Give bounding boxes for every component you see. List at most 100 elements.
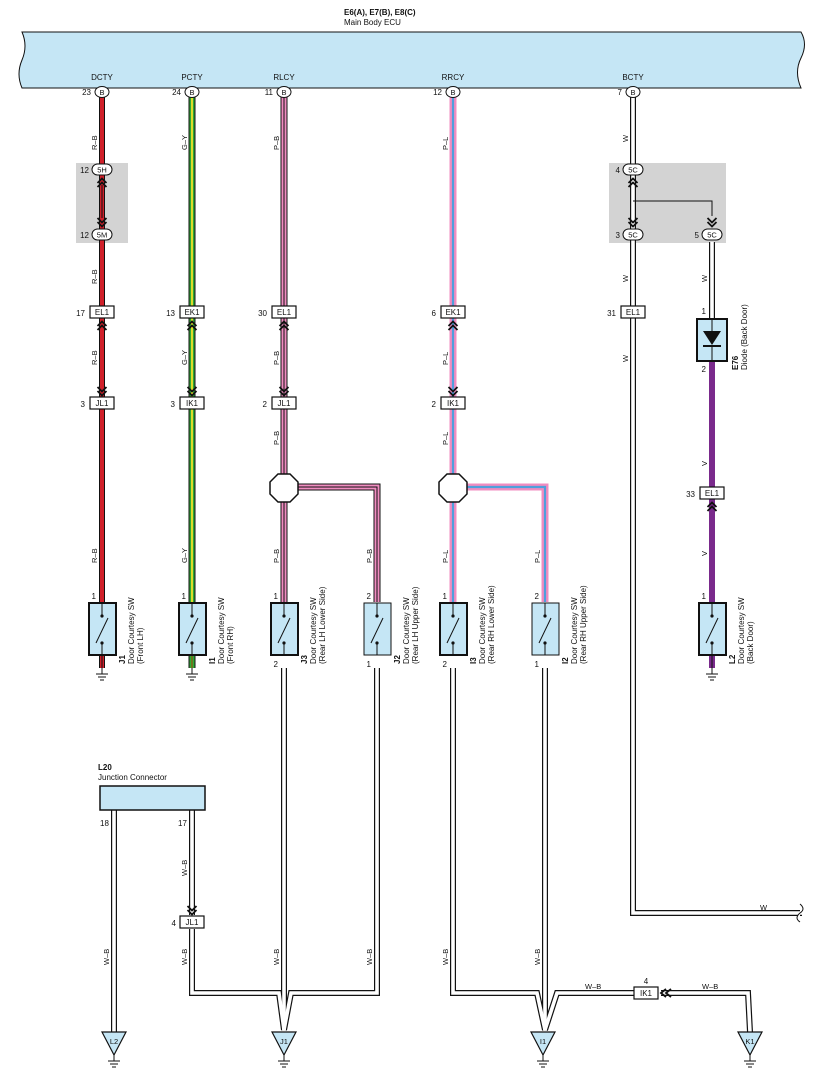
svg-text:B: B [189, 88, 194, 97]
wire-rrcy [449, 96, 549, 602]
junction-jl1-3: 3 JL1 [81, 386, 115, 410]
svg-text:12: 12 [80, 166, 89, 175]
svg-text:W–B: W–B [180, 949, 189, 965]
svg-text:W–B: W–B [102, 949, 111, 965]
svg-text:EK1: EK1 [445, 308, 461, 317]
svg-text:1: 1 [274, 592, 279, 601]
svg-text:2: 2 [535, 592, 540, 601]
ecu-body [18, 31, 805, 89]
svg-text:Door Courtesy SW: Door Courtesy SW [127, 597, 136, 664]
svg-text:3: 3 [171, 400, 176, 409]
svg-text:1: 1 [367, 660, 372, 669]
svg-text:P–B: P–B [272, 136, 281, 150]
svg-text:G–Y: G–Y [180, 135, 189, 150]
splice-point-rlcy [269, 473, 299, 503]
signal-name-rrcy: RRCY [442, 73, 465, 82]
svg-text:2: 2 [367, 592, 372, 601]
svg-text:P–L: P–L [441, 352, 450, 365]
svg-text:33: 33 [686, 490, 695, 499]
svg-text:W–B: W–B [702, 982, 718, 991]
junction-connector-l20: L20 Junction Connector 18 17 [98, 763, 206, 828]
svg-text:(Rear LH Upper Side): (Rear LH Upper Side) [411, 586, 420, 664]
junction-el1-31: 31 EL1 [607, 305, 646, 319]
svg-text:1: 1 [443, 592, 448, 601]
svg-text:1: 1 [182, 592, 187, 601]
diode-e76: 1 2 E76 Diode (Back Door) [696, 304, 749, 374]
signal-name-bcty: BCTY [622, 73, 644, 82]
svg-text:G–Y: G–Y [180, 548, 189, 563]
svg-text:W: W [621, 274, 630, 282]
svg-text:1: 1 [535, 660, 540, 669]
ground-point-k1: K1 [737, 1031, 763, 1068]
wire-continuation-mark [796, 903, 804, 923]
svg-text:5C: 5C [628, 166, 638, 175]
wire-rlcy [280, 96, 381, 602]
svg-text:P–L: P–L [441, 137, 450, 150]
junction-ek1-6: 6 EK1 [432, 305, 466, 331]
svg-text:2: 2 [702, 365, 707, 374]
svg-text:(Rear RH Upper Side): (Rear RH Upper Side) [579, 585, 588, 664]
ecu-pin-rlcy: 11 B [265, 86, 292, 98]
svg-text:EL1: EL1 [95, 308, 110, 317]
inline-connector-5m: 12 5M [80, 217, 113, 241]
junction-ek1-13: 13 EK1 [166, 305, 205, 331]
svg-text:W: W [621, 134, 630, 142]
svg-text:P–B: P–B [272, 431, 281, 445]
svg-text:Door Courtesy SW: Door Courtesy SW [737, 597, 746, 664]
svg-text:I3: I3 [469, 657, 478, 664]
svg-text:1: 1 [92, 592, 97, 601]
svg-text:B: B [630, 88, 635, 97]
svg-text:B: B [99, 88, 104, 97]
svg-text:4: 4 [172, 919, 177, 928]
svg-text:K1: K1 [745, 1037, 754, 1046]
svg-text:Door Courtesy SW: Door Courtesy SW [478, 597, 487, 664]
ecu-name: Main Body ECU [344, 18, 401, 27]
ground-wires [111, 668, 753, 1034]
switch-j2: 2 1 J2 Door Courtesy SW (Rear LH Upper S… [363, 586, 420, 669]
wire-color-labels: R–B R–B R–B R–B G–Y G–Y G–Y P–B P–B P–B … [90, 134, 768, 991]
inline-connector-5h: 12 5H [80, 163, 113, 188]
svg-text:V: V [700, 461, 709, 466]
svg-text:IK1: IK1 [447, 399, 460, 408]
svg-text:6: 6 [432, 309, 437, 318]
svg-text:7: 7 [618, 88, 623, 97]
svg-text:17: 17 [178, 819, 187, 828]
svg-text:2: 2 [432, 400, 437, 409]
svg-text:R–B: R–B [90, 269, 99, 284]
svg-text:5: 5 [695, 231, 700, 240]
svg-text:P–B: P–B [272, 351, 281, 365]
svg-text:24: 24 [172, 88, 181, 97]
svg-text:R–B: R–B [90, 350, 99, 365]
svg-text:(Front RH): (Front RH) [226, 626, 235, 664]
svg-text:Diode (Back Door): Diode (Back Door) [740, 304, 749, 370]
svg-text:11: 11 [265, 88, 274, 97]
svg-text:3: 3 [616, 231, 621, 240]
svg-text:I1: I1 [540, 1037, 546, 1046]
svg-text:1: 1 [702, 592, 707, 601]
svg-text:5C: 5C [628, 231, 638, 240]
svg-text:W–B: W–B [533, 949, 542, 965]
svg-text:P–L: P–L [533, 550, 542, 563]
svg-text:(Front LH): (Front LH) [136, 627, 145, 664]
svg-text:W: W [621, 354, 630, 362]
junction-ik1-3: 3 IK1 [171, 386, 205, 410]
svg-text:B: B [281, 88, 286, 97]
switch-i1: 1 I1 Door Courtesy SW (Front RH) [178, 592, 235, 681]
ecu-pin-dcty: 23 B [82, 86, 110, 98]
svg-text:23: 23 [82, 88, 91, 97]
svg-text:5M: 5M [97, 231, 107, 240]
svg-text:B: B [450, 88, 455, 97]
inline-connector-5c-right: 5 5C [695, 217, 723, 241]
ground-point-l2: L2 [101, 1031, 127, 1068]
svg-text:13: 13 [166, 309, 175, 318]
svg-text:R–B: R–B [90, 135, 99, 150]
junction-ik1-2: 2 IK1 [432, 386, 466, 410]
ecu-pin-bcty: 7 B [618, 86, 641, 98]
svg-text:JL1: JL1 [186, 918, 199, 927]
svg-text:J2: J2 [393, 655, 402, 664]
switch-j1: 1 J1 Door Courtesy SW (Front LH) [88, 592, 145, 681]
svg-text:J3: J3 [300, 655, 309, 664]
ground-point-i1: I1 [530, 1031, 556, 1068]
svg-text:Junction Connector: Junction Connector [98, 773, 167, 782]
